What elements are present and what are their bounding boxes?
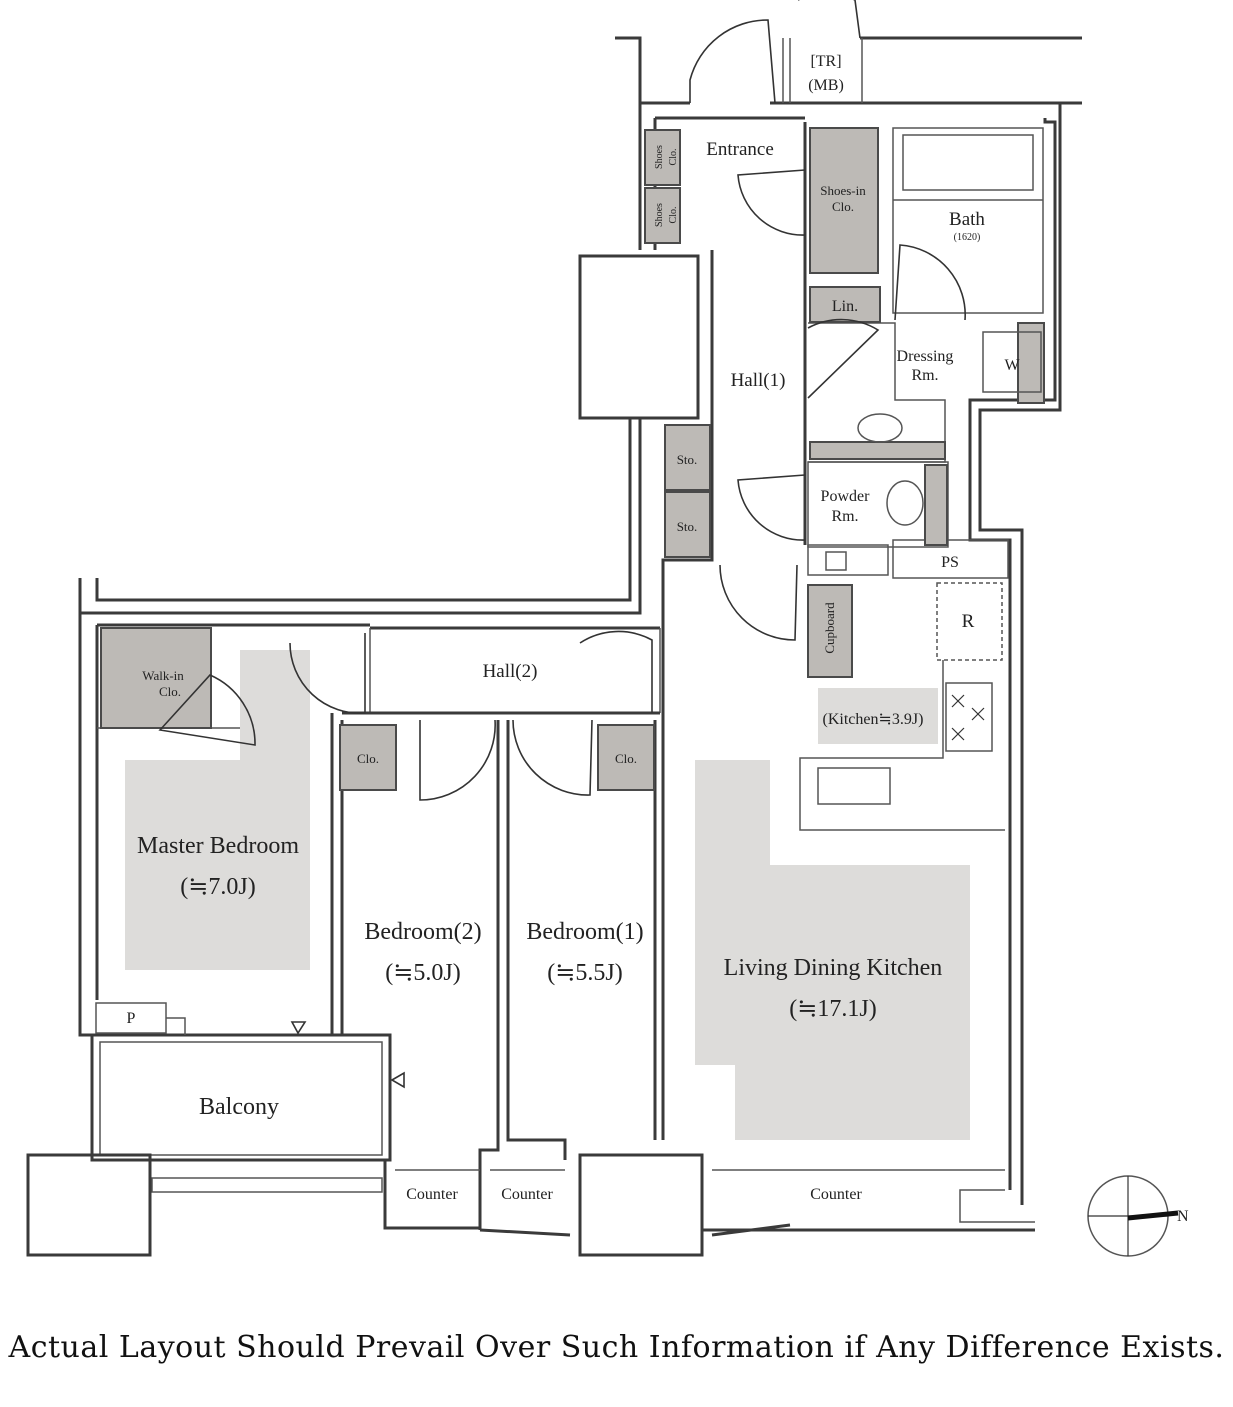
floor-plan: N [TR] (MB) Entrance Shoes Clo. Shoes Cl… <box>26 0 1189 1257</box>
dressing-label-2: Rm. <box>911 367 938 384</box>
closet-left-label: Clo. <box>357 751 379 766</box>
counter-right-label: Counter <box>810 1186 862 1203</box>
refrigerator-label: R <box>962 611 975 632</box>
bath-size-label: (1620) <box>954 232 981 243</box>
counter-left-label: Counter <box>406 1186 458 1203</box>
shoes-clo-a-label-1: Shoes <box>654 145 665 169</box>
shoes-closet-a <box>644 129 681 186</box>
powder-label-2: Rm. <box>831 508 858 525</box>
toilet <box>886 480 924 526</box>
shoes-clo-b-label-1: Shoes <box>654 203 665 227</box>
disclaimer-text: Actual Layout Should Prevail Over Such I… <box>8 1330 1225 1365</box>
north-arrow-icon <box>1127 1210 1179 1221</box>
shoes-in-closet <box>809 127 879 274</box>
storage-1 <box>664 424 711 491</box>
doors <box>158 0 966 1089</box>
master-bedroom-size: (≒7.0J) <box>180 874 255 900</box>
balcony-label: Balcony <box>199 1094 279 1120</box>
cupboard-label: Cupboard <box>822 602 837 654</box>
walk-in-clo-label-2: Clo. <box>159 684 181 699</box>
hall1-label: Hall(1) <box>731 370 786 391</box>
powder-label-1: Powder <box>821 488 871 505</box>
dressing-label-1: Dressing <box>897 348 954 365</box>
shoes-in-clo-label-2: Clo. <box>832 199 854 214</box>
walk-in-closet <box>100 627 212 729</box>
bedroom2-label: Bedroom(2) <box>364 919 481 945</box>
bedroom1-size: (≒5.5J) <box>547 960 622 986</box>
hall2-label: Hall(2) <box>483 661 538 682</box>
master-bedroom-label: Master Bedroom <box>137 833 299 859</box>
closet-right-label: Clo. <box>615 751 637 766</box>
shoes-in-clo-label-1: Shoes-in <box>820 183 866 198</box>
stove-burners <box>951 694 985 741</box>
ldk-label: Living Dining Kitchen <box>724 955 943 981</box>
washer <box>982 331 1042 393</box>
basin <box>857 413 903 443</box>
washer-area <box>1017 322 1045 404</box>
bath-label: Bath <box>949 209 985 230</box>
floor-shading <box>125 650 970 1140</box>
p-label: P <box>127 1010 136 1027</box>
compass: N <box>1087 1175 1189 1257</box>
shoes-closet-b <box>644 187 681 244</box>
room-labels: [TR] (MB) Entrance Shoes Clo. Shoes Clo.… <box>127 53 1021 1203</box>
washer-label: W <box>1004 357 1020 374</box>
vanity-counter <box>809 441 946 460</box>
entrance-label: Entrance <box>706 139 774 160</box>
kitchen-label: (Kitchen≒3.9J) <box>823 711 924 728</box>
bedroom2-size: (≒5.0J) <box>385 960 460 986</box>
counter-mid-label: Counter <box>501 1186 553 1203</box>
powder-counter <box>924 464 948 546</box>
ps-sink <box>825 551 847 571</box>
tr-label: [TR] <box>810 53 841 70</box>
shoes-clo-a-label-2: Clo. <box>668 149 679 166</box>
ps-label: PS <box>941 554 959 571</box>
bedroom1-label: Bedroom(1) <box>526 919 643 945</box>
linen-closet <box>809 286 881 323</box>
closet-left <box>339 724 397 791</box>
storage-1-label: Sto. <box>677 452 698 467</box>
closet-right <box>597 724 655 791</box>
ldk-size: (≒17.1J) <box>789 996 876 1022</box>
shoes-clo-b-label-2: Clo. <box>668 207 679 224</box>
walk-in-clo-label-1: Walk-in <box>142 668 184 683</box>
storage-2 <box>664 491 711 558</box>
fixtures <box>100 127 1045 791</box>
mb-label: (MB) <box>808 77 844 94</box>
cupboard <box>807 584 853 678</box>
linen-label: Lin. <box>832 298 858 315</box>
compass-north-label: N <box>1177 1208 1189 1225</box>
storage-2-label: Sto. <box>677 519 698 534</box>
